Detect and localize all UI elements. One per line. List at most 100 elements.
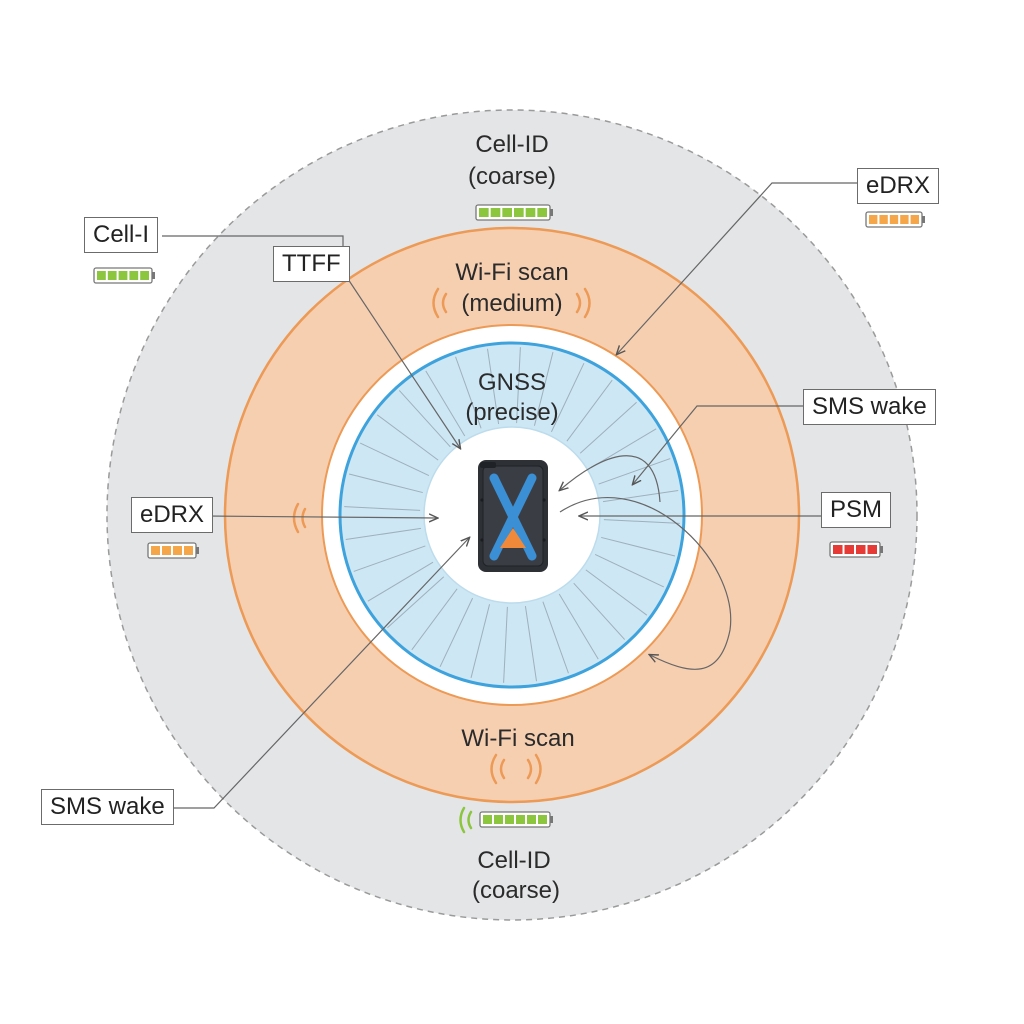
gnss-ray — [598, 458, 671, 485]
device-triangle — [500, 528, 526, 548]
battery-cell — [97, 271, 106, 280]
battery-cell-bottom-icon — [479, 811, 553, 828]
gnss-title: GNSS — [478, 369, 546, 396]
gnss-ray — [566, 379, 613, 442]
gnss-ray — [603, 519, 680, 524]
gnss-ray — [367, 561, 434, 602]
battery-edrx-right-icon — [865, 211, 925, 228]
gnss-ray — [602, 490, 679, 503]
cell-id-title: Cell-ID — [475, 131, 548, 158]
battery-cell — [483, 815, 492, 824]
battery-cell — [502, 208, 512, 217]
battery-cell — [490, 208, 501, 217]
battery-cell — [889, 215, 899, 224]
battery-cell — [162, 546, 171, 555]
gnss-subtitle: (precise) — [465, 399, 558, 426]
battery-cell — [910, 215, 919, 224]
callout-ttff: TTFF — [273, 246, 350, 282]
gnss-ray — [359, 442, 430, 477]
gnss-ray — [376, 414, 439, 461]
cell-id-subtitle: (coarse) — [468, 163, 556, 190]
battery-cell — [856, 545, 866, 554]
cell-bottom-signal-icon — [459, 806, 473, 834]
callout-connectors — [162, 182, 857, 809]
gnss-ray — [348, 473, 423, 494]
battery-cell — [537, 208, 547, 217]
wifi-signal-icon — [432, 287, 591, 319]
gnss-ray — [579, 401, 637, 454]
battery-cell — [869, 215, 878, 224]
wifi-title: Wi-Fi scan — [455, 259, 568, 286]
battery-cell — [173, 546, 182, 555]
gnss-ray — [411, 588, 458, 651]
sms-wake-right-connector — [633, 405, 804, 484]
callout-edrx-right: eDRX — [857, 168, 940, 204]
gnss-ray — [585, 569, 648, 616]
battery-cell — [900, 215, 909, 224]
battery-edrx-left-icon — [147, 542, 199, 559]
callout-sms-wake-right: SMS wake — [803, 389, 936, 425]
gnss-ray — [455, 356, 482, 429]
battery-cell — [479, 208, 489, 217]
tracker-device — [478, 460, 548, 572]
battery-cell — [107, 271, 117, 280]
cell-id-bottom-subtitle: (coarse) — [472, 877, 560, 904]
battery-psm-icon — [829, 541, 883, 558]
battery-cell — [514, 208, 524, 217]
wifi-bottom-title: Wi-Fi scan — [461, 725, 574, 752]
gnss-ray — [558, 593, 599, 660]
battery-cell — [118, 271, 128, 280]
edrx-right-connector — [617, 182, 857, 354]
battery-cell — [879, 215, 888, 224]
gnss-ray — [503, 606, 508, 683]
gnss-ray — [542, 601, 569, 674]
gnss-ray — [425, 370, 466, 437]
wake-loop-right — [559, 497, 732, 670]
battery-cell-top-icon — [475, 204, 553, 221]
battery-cell — [129, 271, 139, 280]
gnss-rays — [344, 347, 680, 683]
battery-indicators — [93, 204, 925, 828]
battery-cell — [538, 815, 547, 824]
battery-cell — [867, 545, 877, 554]
gnss-ray — [439, 597, 474, 668]
gnss-ray — [487, 348, 500, 425]
battery-cell — [184, 546, 193, 555]
gnss-ray — [594, 553, 665, 588]
device-x-mark — [489, 473, 537, 561]
wifi-subtitle: (medium) — [461, 290, 562, 317]
battery-cell — [494, 815, 503, 824]
gnss-ray — [533, 351, 554, 426]
edrx-left-signal-icon — [292, 502, 307, 534]
gnss-ray — [470, 604, 491, 679]
gnss-ray — [601, 536, 676, 557]
callout-sms-wake-left: SMS wake — [41, 789, 174, 825]
battery-cell — [525, 208, 536, 217]
battery-cell — [505, 815, 514, 824]
edrx-left-connector — [204, 516, 437, 518]
gnss-ray — [353, 545, 426, 572]
callout-psm: PSM — [821, 492, 892, 528]
battery-cell-left-icon — [93, 267, 155, 284]
gnss-ray — [524, 605, 537, 682]
gnss-ray — [550, 362, 585, 433]
gnss-ray — [345, 527, 422, 540]
wifi-bottom-signal-icon — [490, 753, 542, 785]
ttff-connector — [341, 269, 460, 448]
callout-edrx-left: eDRX — [131, 497, 214, 533]
callout-cell-i: Cell-I — [84, 217, 159, 253]
battery-cell — [844, 545, 854, 554]
sms-wake-left-connector — [170, 538, 469, 809]
battery-cell — [140, 271, 149, 280]
gnss-ray — [573, 582, 626, 640]
battery-cell — [833, 545, 843, 554]
cell-i-connector — [162, 235, 344, 248]
battery-cell — [516, 815, 525, 824]
gnss-ray — [344, 506, 421, 511]
wake-loop-top — [560, 455, 661, 503]
battery-cell — [151, 546, 160, 555]
gnss-ray — [398, 390, 451, 448]
gnss-ray — [516, 347, 521, 424]
battery-cell — [527, 815, 536, 824]
